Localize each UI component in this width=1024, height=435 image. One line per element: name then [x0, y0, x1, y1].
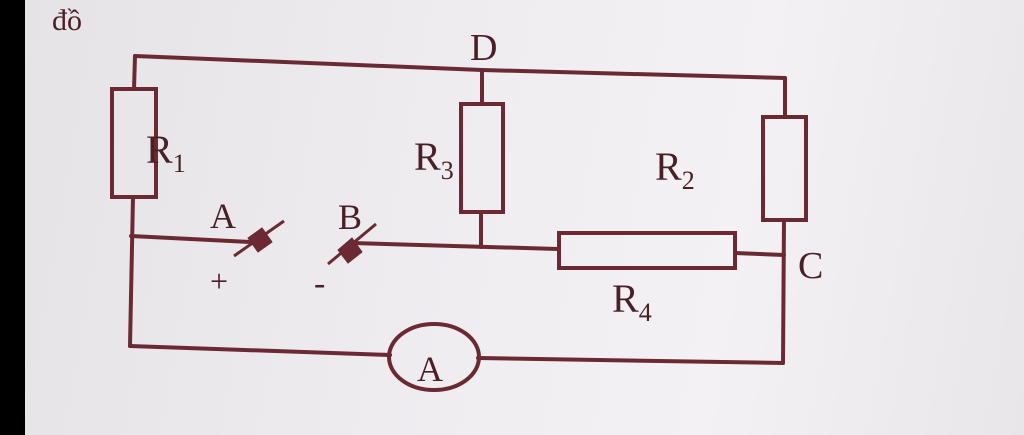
r3-label: R3	[414, 134, 454, 185]
r4-label: R4	[612, 276, 652, 327]
node-a-label: A	[210, 196, 236, 236]
r2-label: R2	[655, 144, 695, 195]
ammeter-label: A	[417, 349, 443, 389]
wire-bottom-left	[128, 344, 392, 357]
node-b-label: B	[338, 197, 362, 237]
node-c-label: C	[798, 245, 823, 287]
wire-bottom-right	[476, 356, 785, 365]
wire-to-terminal-a	[129, 234, 252, 244]
terminal-a-icon	[247, 227, 273, 253]
resistor-r1	[110, 87, 158, 199]
wire-top	[133, 54, 787, 80]
resistor-r2	[761, 115, 808, 222]
r1-label: R1	[146, 127, 186, 178]
wire-from-terminal-b	[350, 241, 560, 251]
resistor-r3	[459, 102, 505, 214]
wire-left-top	[132, 54, 137, 91]
minus-sign: -	[314, 265, 325, 302]
wire-r4-to-c	[733, 251, 786, 257]
wire-left-bottom	[128, 195, 135, 348]
terminal-b-icon	[337, 237, 363, 264]
header-fragment: đồ	[52, 4, 82, 37]
wire-right-bottom	[781, 218, 786, 365]
resistor-r4	[557, 231, 737, 270]
plus-sign: +	[210, 263, 228, 299]
node-d-label: D	[470, 27, 497, 69]
ammeter-icon	[387, 322, 481, 392]
